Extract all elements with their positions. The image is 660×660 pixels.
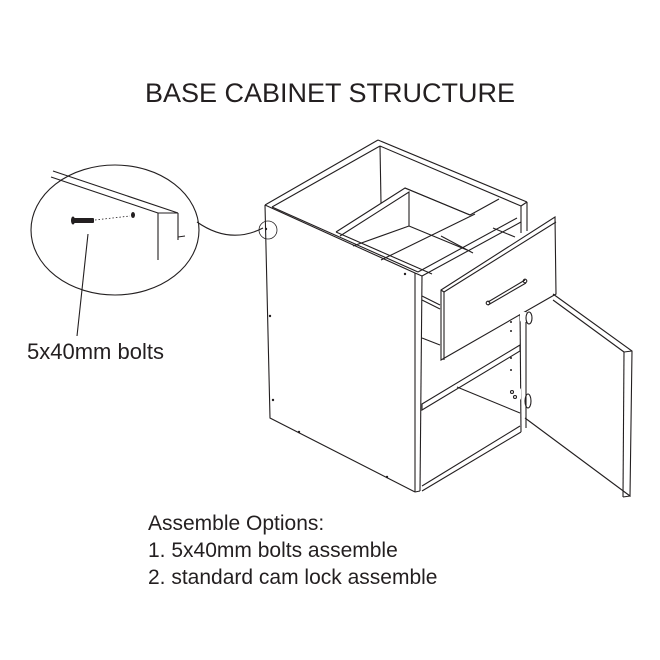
shelf — [421, 344, 521, 411]
left-side-panel — [264, 204, 416, 493]
hinge-top — [520, 311, 533, 325]
bolt-detail-callout — [30, 164, 264, 337]
hinge-bottom — [507, 388, 532, 409]
diagram-title: BASE CABINET STRUCTURE — [144, 78, 516, 108]
bolt-size-label: 5x40mm bolts — [27, 339, 164, 364]
cabinet-door — [524, 293, 633, 498]
bolt-leader-line — [76, 233, 89, 337]
detail-ellipse — [30, 164, 200, 296]
bolt-icon — [71, 212, 135, 225]
assemble-options: Assemble Options: 1. 5x40mm bolts assemb… — [148, 510, 437, 591]
assemble-option-item: 2. standard cam lock assemble — [148, 566, 438, 589]
assemble-options-heading: Assemble Options: — [148, 512, 325, 535]
callout-connector — [196, 221, 264, 236]
assemble-option-item: 1. 5x40mm bolts assemble — [148, 539, 398, 562]
drawer-front — [440, 216, 557, 361]
cabinet — [258, 139, 633, 498]
panel-edge — [52, 170, 179, 214]
detail-marker-circle — [258, 220, 278, 240]
panel-edge — [50, 176, 159, 214]
drawer-handle — [485, 278, 528, 306]
